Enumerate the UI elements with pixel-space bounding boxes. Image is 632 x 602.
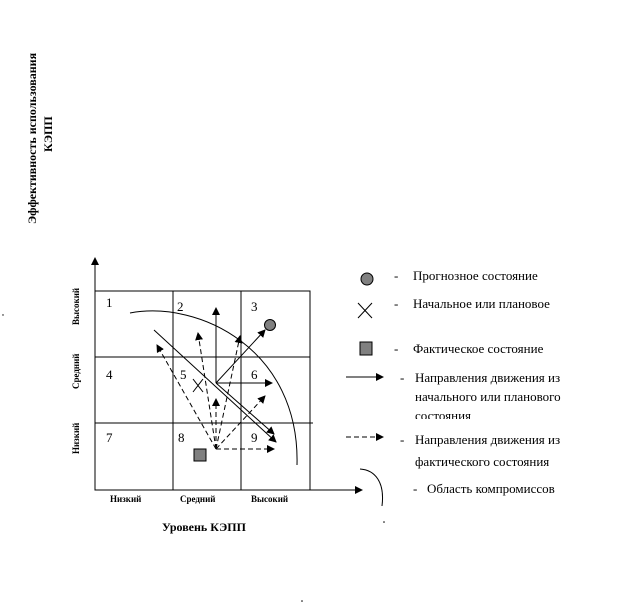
cell-7-label: 7 (106, 430, 113, 445)
cell-3-label: 3 (251, 299, 258, 314)
cell-1-label: 1 (106, 295, 113, 310)
x-axis-title: Уровень КЭПП (162, 520, 246, 534)
y-tick-low: Низкий (71, 422, 81, 454)
forecast-state-marker (264, 319, 276, 331)
legend-dash: - (413, 481, 418, 496)
cell-2-label: 2 (177, 299, 184, 314)
cell-5-label: 5 (180, 367, 187, 382)
legend-dash: - (394, 341, 399, 356)
legend-dashed-line1: Направления движения из (415, 432, 561, 447)
compromise-curve (129, 310, 298, 466)
actual-state-marker (193, 448, 207, 462)
legend-square-icon (359, 341, 373, 356)
legend-dash: - (394, 268, 399, 283)
y-tick-high: Высокий (71, 287, 81, 325)
legend-actual-label: Фактическое состояние (413, 341, 544, 356)
legend-dash: - (400, 432, 405, 447)
legend-solid-line2: начального или планового (415, 389, 561, 404)
legend-curve-icon (359, 468, 384, 507)
legend-forecast-label: Прогнозное состояние (413, 268, 538, 283)
x-tick-mid: Средний (180, 494, 216, 504)
legend-dash: - (400, 370, 405, 385)
x-tick-high: Высокий (251, 494, 289, 504)
x-tick-low: Низкий (110, 494, 142, 504)
legend-solid-line3: состояния (415, 409, 471, 419)
cell-4-label: 4 (106, 367, 113, 382)
legend-solid-line1: Направления движения из (415, 370, 561, 385)
y-axis-title-line1: Эффективность использования (25, 52, 39, 224)
y-axis-title-line2: КЭПП (41, 116, 55, 152)
initial-state-marker (192, 378, 204, 393)
stray-dot (301, 600, 303, 602)
legend-dash: - (394, 296, 399, 311)
legend-circle-icon (360, 272, 374, 286)
grid-frame (94, 290, 311, 491)
stray-dot (383, 521, 385, 523)
legend-cross-icon (357, 302, 373, 319)
cell-6-label: 6 (251, 367, 258, 382)
dashed-arrows (156, 332, 275, 453)
legend-compromise-label: Область компромиссов (427, 481, 555, 496)
stray-dot (2, 314, 4, 316)
cell-8-label: 8 (178, 430, 185, 445)
y-tick-mid: Средний (71, 353, 81, 390)
solid-arrows (153, 307, 277, 443)
legend-initial-label: Начальное или плановое (413, 296, 550, 311)
cell-9-label: 9 (251, 430, 258, 445)
legend-dashed-line2: фактического состояния (415, 454, 550, 469)
